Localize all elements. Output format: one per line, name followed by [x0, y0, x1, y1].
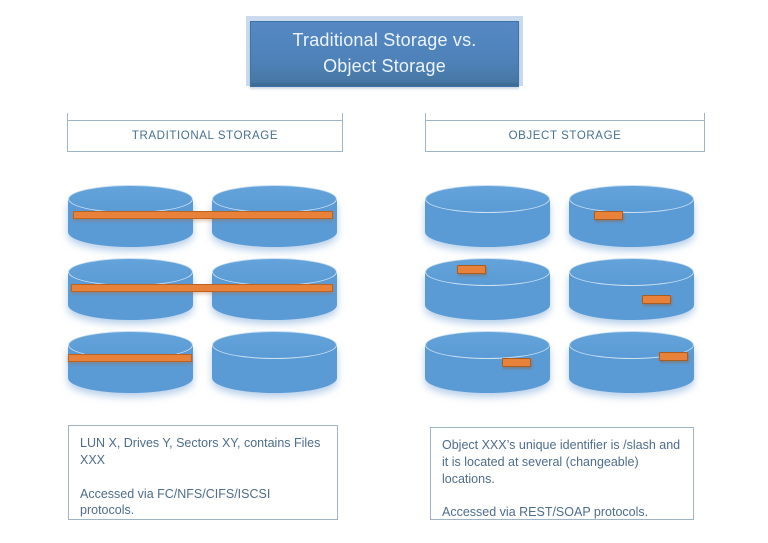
disk-cap [68, 258, 193, 286]
disk-cylinder-obj-r1-right [569, 185, 694, 247]
disk-cylinder-trad-r1-right [212, 185, 337, 247]
disk-cap [425, 331, 550, 359]
object-note-box: Object XXX’s unique identifier is /slash… [430, 427, 694, 520]
disk-cylinder-obj-r3-left [425, 331, 550, 393]
disk-cylinder-obj-r1-left [425, 185, 550, 247]
object-chip-r3-left [502, 358, 531, 367]
note-paragraph: Accessed via REST/SOAP protocols. [442, 505, 649, 520]
disk-cap [212, 185, 337, 213]
disk-cylinder-obj-r3-right [569, 331, 694, 393]
slide-title: Traditional Storage vs. Object Storage [250, 21, 519, 87]
traditional-storage-header: TRADITIONAL STORAGE [67, 113, 343, 152]
disk-cylinder-trad-r3-right [212, 331, 337, 393]
disk-cylinder-trad-r3-left [68, 331, 193, 393]
disk-cylinder-obj-r2-right [569, 258, 694, 320]
disk-cap [425, 258, 550, 286]
disk-cap [212, 331, 337, 359]
disk-cap [212, 258, 337, 286]
disk-cylinder-trad-r1-left [68, 185, 193, 247]
file-stripe-row3 [68, 354, 192, 362]
title-line-2: Object Storage [323, 56, 446, 76]
object-chip-r1-right [594, 211, 623, 220]
note-paragraph: Accessed via FC/NFS/CIFS/ISCSI protocols… [80, 486, 271, 518]
disk-cap [569, 185, 694, 213]
disk-cap [425, 185, 550, 213]
note-paragraph: LUN X, Drives Y, Sectors XY, contains Fi… [80, 436, 321, 467]
disk-cap [569, 258, 694, 286]
object-chip-r2-left [457, 265, 486, 274]
object-chip-r2-right [642, 295, 671, 304]
disk-cap [68, 185, 193, 213]
disk-cylinder-obj-r2-left [425, 258, 550, 320]
traditional-note-box: LUN X, Drives Y, Sectors XY, contains Fi… [68, 425, 338, 520]
note-paragraph: Object XXX’s unique identifier is /slash… [442, 438, 681, 486]
title-line-1: Traditional Storage vs. [292, 30, 477, 51]
object-storage-header-label: OBJECT STORAGE [508, 130, 622, 142]
file-stripe-row2 [71, 284, 333, 292]
disk-cylinder-trad-r2-right [212, 258, 337, 320]
object-storage-header: OBJECT STORAGE [425, 113, 705, 152]
object-chip-r3-right [659, 352, 688, 361]
file-stripe-row1 [73, 211, 333, 219]
traditional-storage-header-label: TRADITIONAL STORAGE [131, 130, 279, 142]
